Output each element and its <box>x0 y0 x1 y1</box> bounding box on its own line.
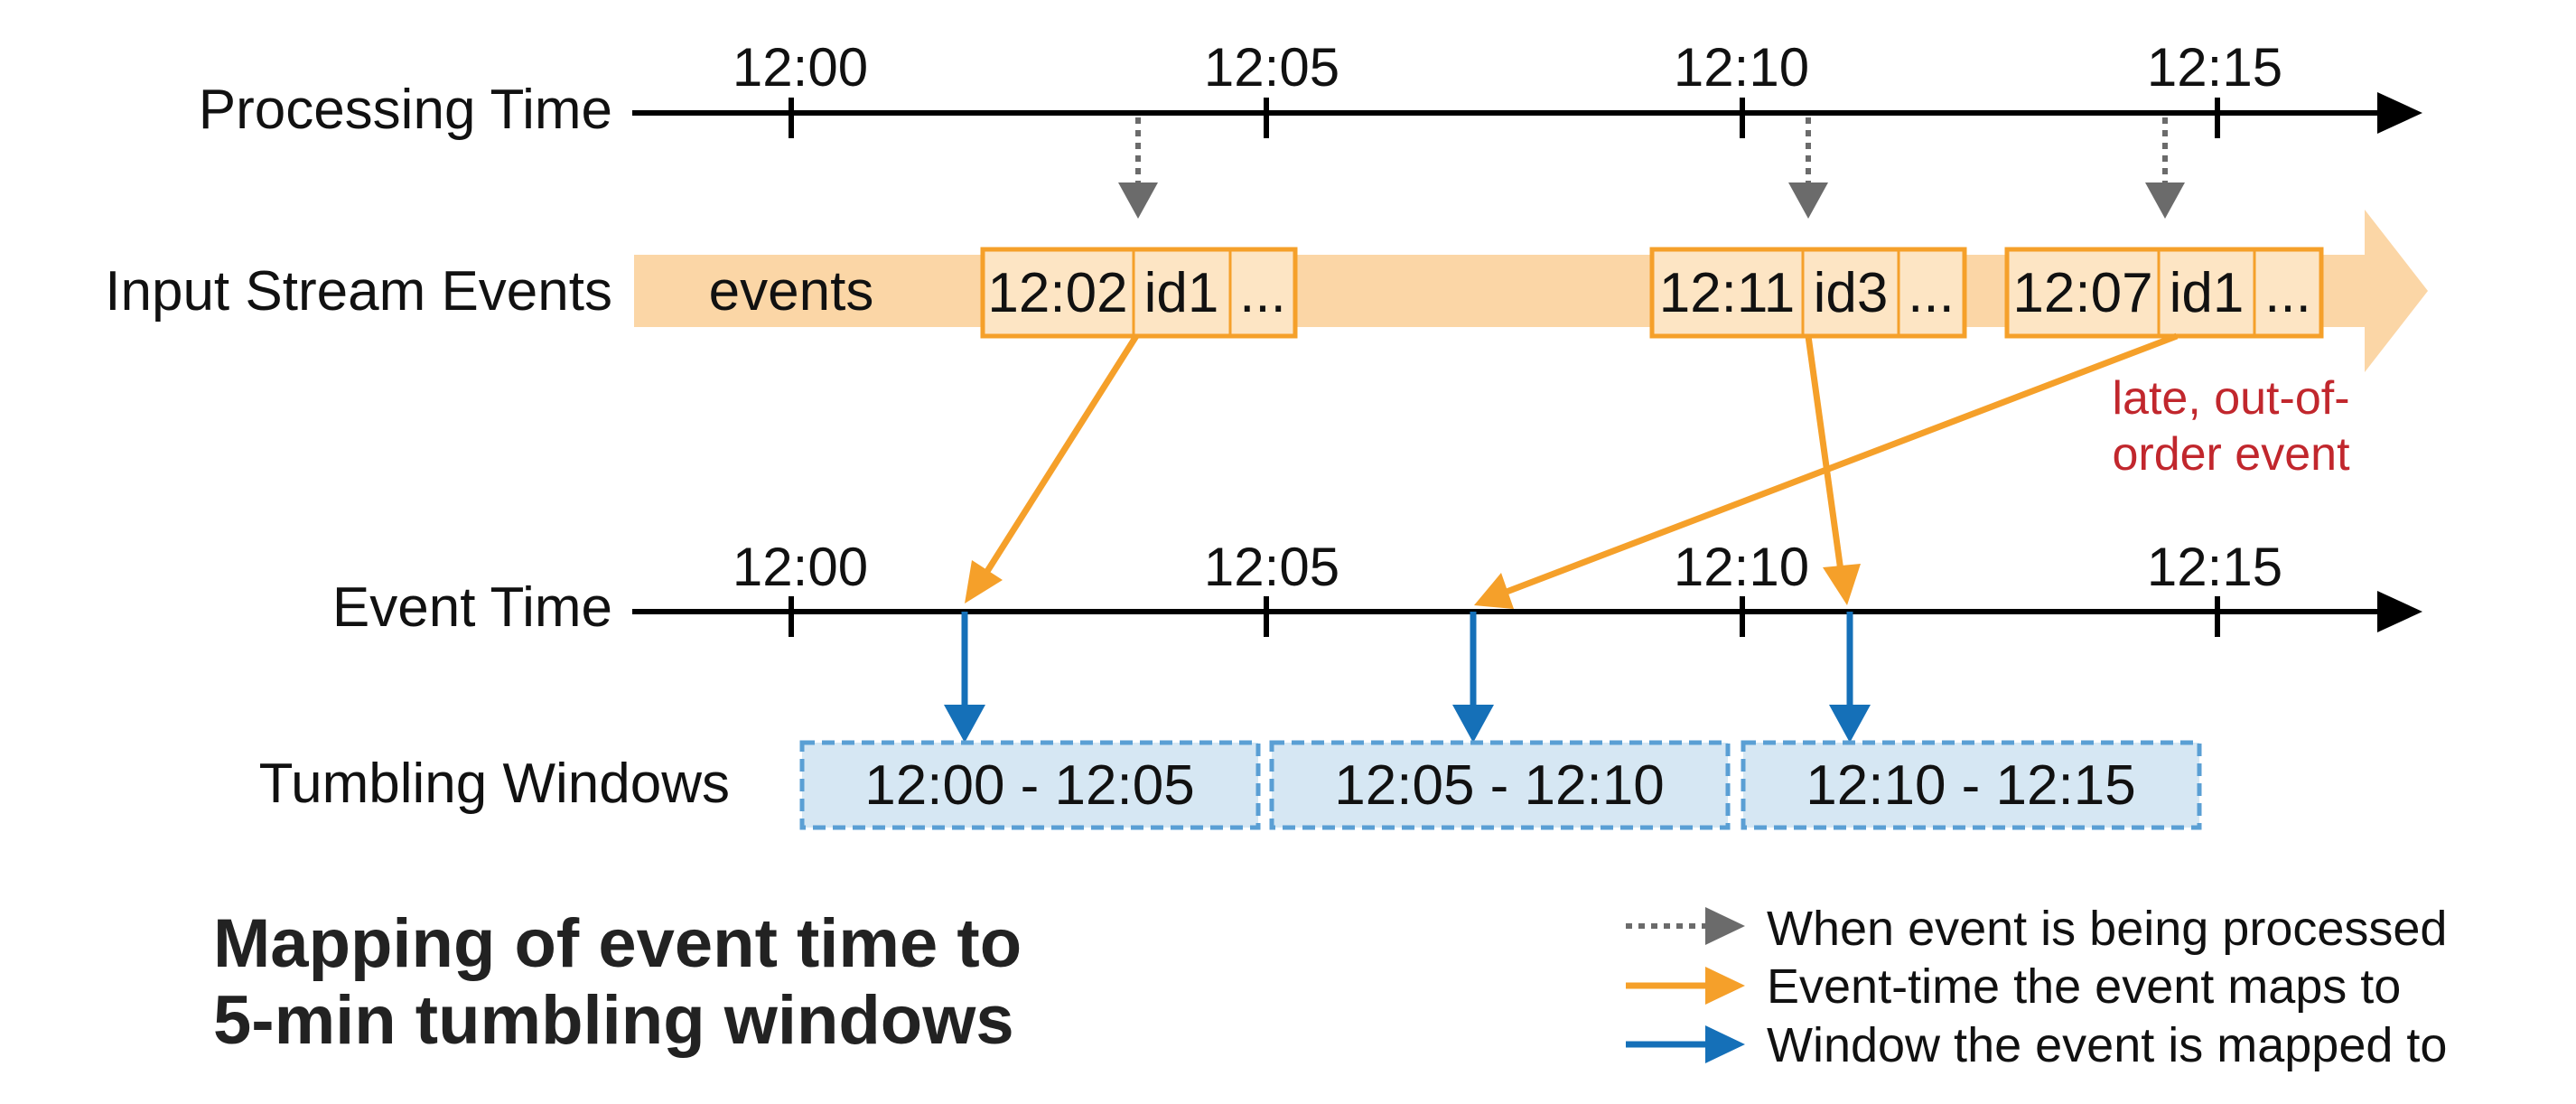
window-arrowhead <box>1829 705 1871 743</box>
window-arrowhead <box>1452 705 1494 743</box>
event-more-cell: ... <box>1239 262 1286 324</box>
mapping-arrowhead <box>1474 573 1514 609</box>
window-box <box>1741 740 2202 830</box>
late-note-line2: order event <box>2112 428 2350 481</box>
event-time-cell: 12:11 <box>1659 262 1796 324</box>
legend-blue-arrowhead <box>1705 1025 1745 1063</box>
tumbling-windows: Tumbling Windows 12:00 - 12:05 12:05 - 1… <box>259 740 2202 830</box>
event-box-frame <box>2004 247 2324 339</box>
caption-line2: 5-min tumbling windows <box>213 982 1014 1059</box>
mapping-arrowhead <box>1823 564 1861 605</box>
processing-tick-label: 12:05 <box>1204 37 1339 98</box>
legend-orange-arrowhead <box>1705 967 1745 1005</box>
processing-arrowhead <box>1118 182 1158 219</box>
late-note-line1: late, out-of- <box>2112 372 2349 425</box>
event-box-frame <box>1649 247 1967 339</box>
processing-tick-label: 12:10 <box>1674 37 1809 98</box>
legend-label: Window the event is mapped to <box>1767 1018 2447 1072</box>
event-box: 12:11 id3 ... <box>1649 247 1967 339</box>
window-label: 12:05 - 12:10 <box>1334 754 1664 817</box>
caption-line1: Mapping of event time to <box>213 905 1022 982</box>
processing-time-label: Processing Time <box>199 79 612 141</box>
legend: When event is being processed Event-time… <box>1626 902 2447 1072</box>
mapping-arrow-shaft <box>984 334 1139 575</box>
late-event-note: late, out-of- order event <box>2112 372 2350 481</box>
event-time-cell: 12:07 <box>2012 262 2152 324</box>
processing-axis-arrowhead <box>2377 92 2422 134</box>
event-id-cell: id3 <box>1814 262 1889 324</box>
event-time-axis: Event Time 12:00 12:05 12:10 12:15 <box>332 537 2422 639</box>
window-mapping-arrows <box>944 612 1871 743</box>
input-stream: Input Stream Events events 12:02 id1 ...… <box>105 210 2428 372</box>
window-box <box>1269 740 1731 830</box>
window-arrowhead <box>944 705 985 743</box>
mapping-arrow-shaft <box>1505 332 2179 595</box>
stream-events-label: events <box>709 260 874 323</box>
event-box: 12:02 id1 ... <box>980 247 1298 339</box>
stream-band <box>634 210 2428 372</box>
processing-tick-label: 12:15 <box>2147 37 2282 98</box>
caption: Mapping of event time to 5-min tumbling … <box>213 905 1022 1059</box>
event-tick-label: 12:10 <box>1674 537 1809 597</box>
event-tick-label: 12:00 <box>733 537 868 597</box>
processing-arrowhead <box>1788 182 1828 219</box>
event-id-cell: id1 <box>2170 262 2245 324</box>
window-label: 12:00 - 12:05 <box>864 754 1194 817</box>
tumbling-windows-label: Tumbling Windows <box>259 753 730 815</box>
mapping-arrowhead <box>965 560 1003 603</box>
processing-tick-label: 12:00 <box>733 37 868 98</box>
event-box: 12:07 id1 ... <box>2004 247 2324 339</box>
event-tick-label: 12:15 <box>2147 537 2282 597</box>
event-more-cell: ... <box>1908 262 1955 324</box>
event-id-cell: id1 <box>1144 262 1219 324</box>
event-time-cell: 12:02 <box>987 262 1127 324</box>
window-box <box>799 740 1261 830</box>
legend-label: Event-time the event maps to <box>1767 959 2401 1014</box>
input-stream-label: Input Stream Events <box>105 260 612 323</box>
processing-arrowhead <box>2145 182 2185 219</box>
event-time-label: Event Time <box>332 576 612 639</box>
event-axis-arrowhead <box>2377 591 2422 632</box>
legend-dotted-arrowhead <box>1705 907 1745 945</box>
event-more-cell: ... <box>2264 262 2311 324</box>
event-time-mapping-arrows <box>965 332 2179 609</box>
processing-arrows <box>1118 117 2185 219</box>
mapping-arrow-shaft <box>1805 335 1844 572</box>
legend-label: When event is being processed <box>1767 902 2447 956</box>
event-tick-label: 12:05 <box>1204 537 1339 597</box>
processing-time-axis: Processing Time 12:00 12:05 12:10 12:15 <box>199 37 2422 141</box>
window-label: 12:10 - 12:15 <box>1806 754 2135 817</box>
event-box-frame <box>980 247 1298 339</box>
